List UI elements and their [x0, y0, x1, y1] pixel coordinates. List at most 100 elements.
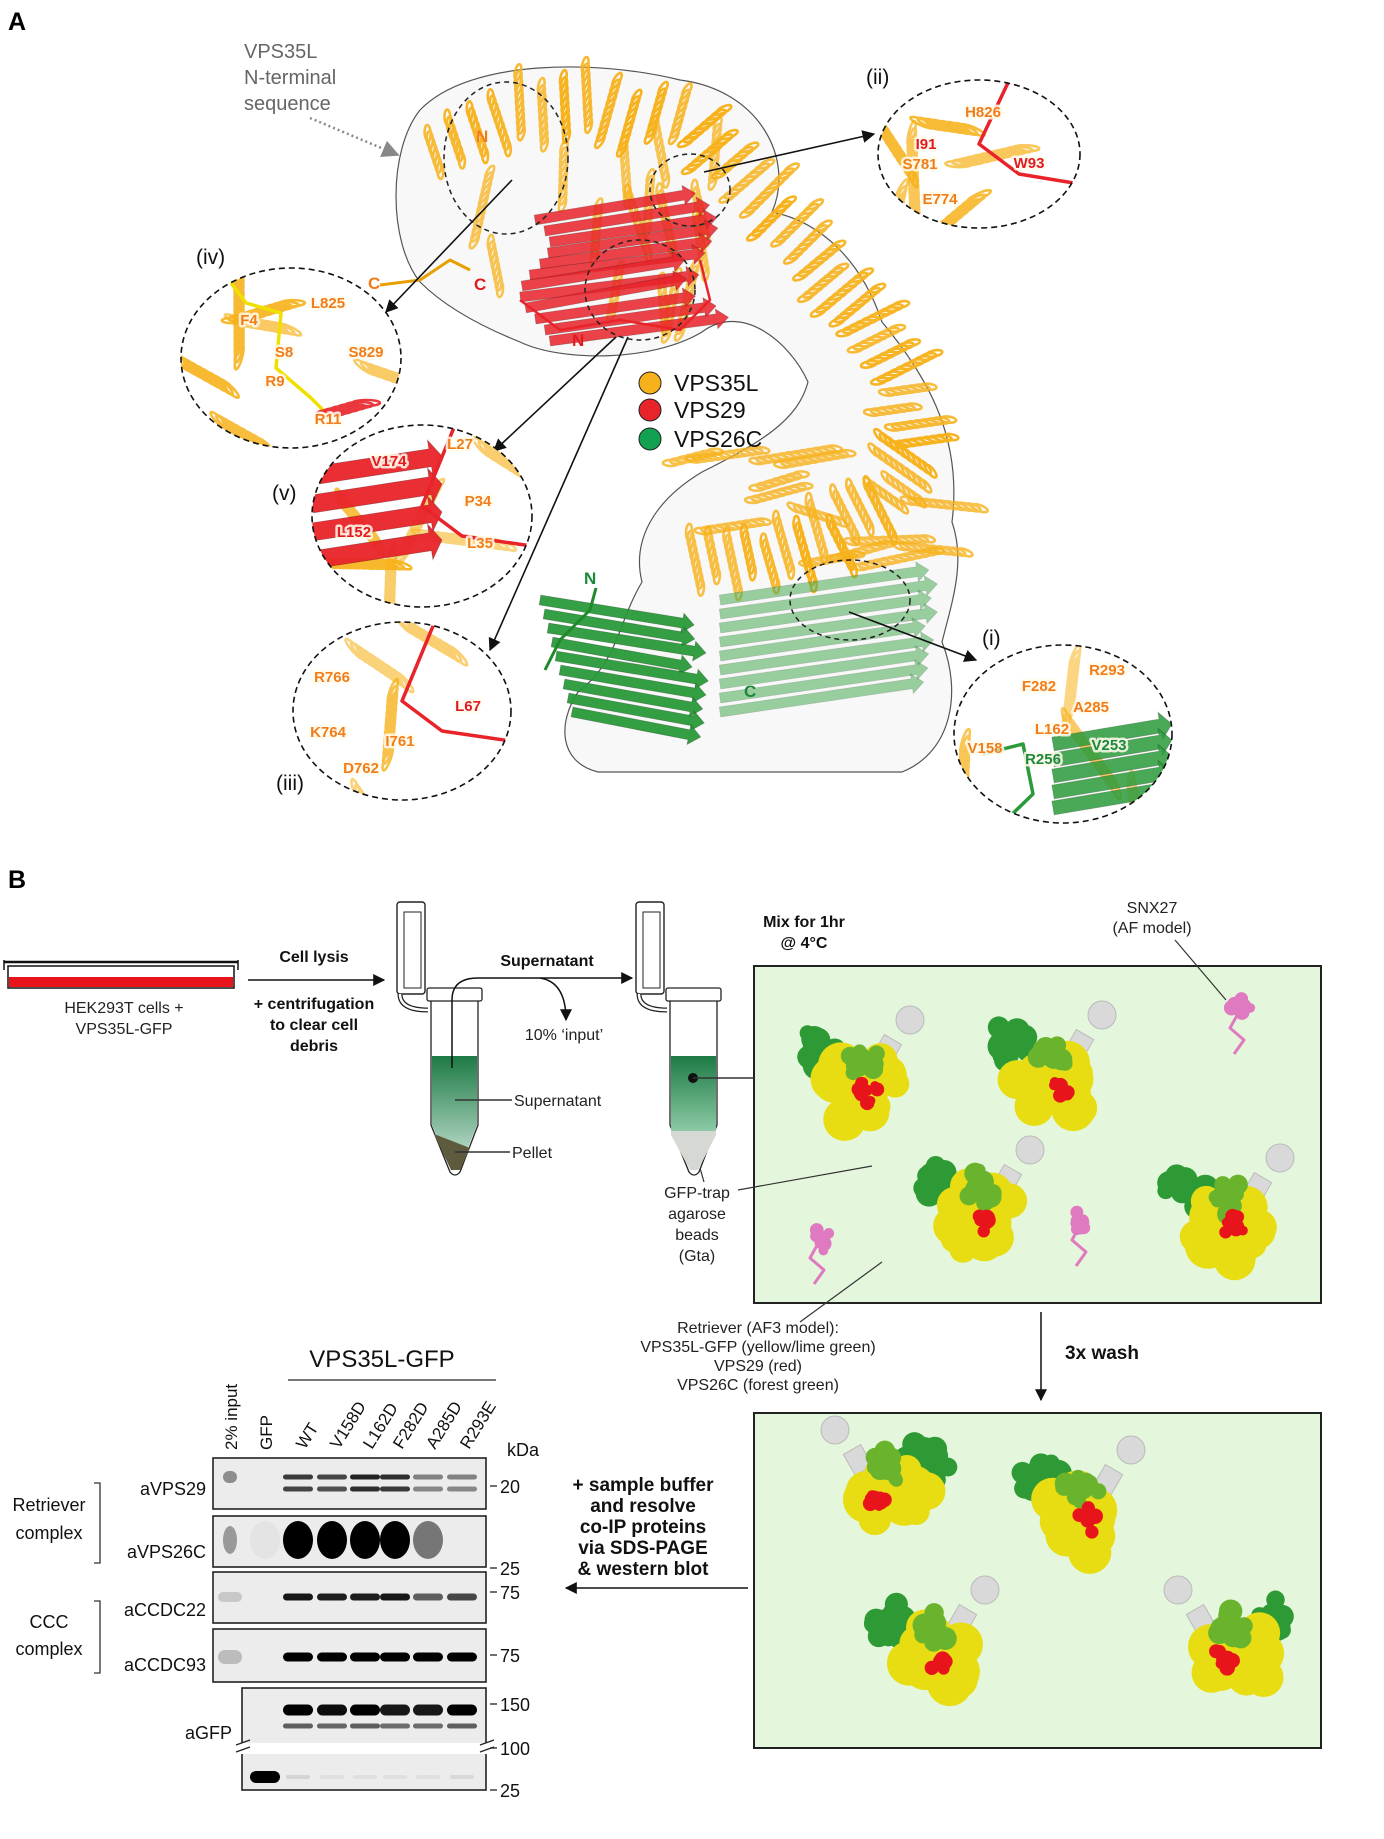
- helix-turn: [745, 229, 763, 242]
- helix-turn: [791, 470, 811, 479]
- helix-turn: [326, 832, 334, 858]
- supernatant-fill: [671, 1056, 716, 1131]
- gfp-trap-bead-icon: [1087, 1000, 1117, 1030]
- marker-label: 100: [500, 1739, 530, 1759]
- helix-turn: [350, 398, 382, 408]
- helix-ribbon: [844, 477, 875, 537]
- helix-ribbon: [891, 540, 974, 558]
- tube-cap-inner: [642, 911, 661, 989]
- blot-band: [283, 1652, 313, 1662]
- blot-break: [241, 1743, 487, 1754]
- helix-turn: [824, 444, 844, 454]
- culture-dish: HEK293T cells + VPS35L-GFP: [3, 960, 239, 1038]
- residue-label: R293: [1089, 662, 1125, 679]
- beads-fill: [671, 1131, 716, 1170]
- mix-label-line1: Mix for 1hr: [763, 914, 845, 931]
- helix-turn: [929, 820, 954, 840]
- helix-turn: [771, 509, 781, 529]
- helix-turn: [738, 206, 756, 219]
- residue-label: S781: [902, 156, 937, 173]
- blot-membrane: [212, 1571, 487, 1624]
- beta-strand: [718, 574, 939, 620]
- helix-ribbon: [867, 442, 933, 494]
- helix-ribbon: [770, 198, 825, 248]
- helix-ribbon: [862, 402, 923, 417]
- legend-item: VPS29: [638, 397, 746, 423]
- helix-turn: [319, 811, 327, 837]
- vps29-blob: [851, 1076, 885, 1111]
- helix-ribbon: [909, 115, 986, 138]
- input-arrow: [539, 977, 572, 1022]
- beta-strand: [548, 308, 730, 347]
- mix-label-line2: @ 4°C: [781, 935, 828, 952]
- beta-strand: [520, 251, 686, 292]
- blot-band: [223, 1526, 237, 1554]
- vps35l-gfp-blob: [1027, 1036, 1073, 1071]
- helix-ribbon: [846, 323, 907, 354]
- helix-ribbon: [792, 239, 847, 282]
- retriever-complex: [863, 1575, 1000, 1707]
- inset-label: (v): [272, 482, 297, 505]
- helix-turn: [956, 547, 974, 558]
- helix-ribbon: [383, 541, 398, 607]
- tube-pellet-label: Pellet: [512, 1145, 553, 1162]
- sample-buffer-line3: co-IP proteins: [580, 1517, 706, 1538]
- blot-band: [413, 1723, 443, 1729]
- vps29-blob: [1049, 1076, 1075, 1103]
- blot-membrane: [212, 1457, 487, 1510]
- blot-band: [223, 1471, 237, 1483]
- residue-label: V158: [967, 740, 1002, 757]
- helix-turn: [885, 217, 901, 228]
- beta-strand: [718, 588, 932, 634]
- legend-label: VPS35L: [674, 370, 759, 396]
- supernatant-arrow-label: Supernatant: [500, 953, 594, 970]
- helix-turn: [480, 145, 490, 165]
- beta-strand: [550, 636, 693, 676]
- helix-ribbon: [738, 162, 801, 219]
- helix-turn: [457, 151, 467, 170]
- binding-box-contents: [797, 992, 1295, 1285]
- vps29-c-terminus: C: [474, 275, 486, 294]
- helix-turn: [667, 128, 680, 146]
- retriever-group-line1: Retriever: [12, 1495, 85, 1515]
- helix-ribbon: [667, 82, 693, 146]
- gfp-trap-bead-icon: [895, 1005, 925, 1035]
- blot-band: [413, 1704, 443, 1716]
- loop-coil: [420, 425, 532, 548]
- retriever-group-line2: complex: [15, 1523, 82, 1543]
- helix-turn: [792, 514, 801, 534]
- helix-turn: [844, 477, 855, 496]
- sample-buffer-line2: and resolve: [590, 1496, 696, 1517]
- helix-ribbon: [220, 298, 307, 325]
- helix-ribbon: [685, 445, 771, 464]
- helix-turn: [957, 776, 970, 804]
- helix-turn: [911, 841, 936, 861]
- antibody-label: aGFP: [185, 1723, 232, 1743]
- vps35l-gfp-blob: [912, 1603, 957, 1652]
- helix-turn: [329, 839, 337, 865]
- helix-ribbon: [748, 470, 811, 493]
- helix-turn: [313, 795, 323, 800]
- helix-turn: [879, 244, 896, 270]
- beta-strand: [718, 645, 930, 690]
- helix-turn: [911, 234, 937, 250]
- helix-ribbon: [782, 219, 833, 265]
- centrifugation-line3: debris: [290, 1038, 338, 1055]
- blot-band: [350, 1652, 380, 1662]
- blot-band: [283, 1521, 313, 1559]
- helix-turn: [902, 851, 927, 871]
- helix-ribbon: [468, 164, 496, 250]
- wash-label: 3x wash: [1065, 1343, 1139, 1364]
- helix-turn: [944, 159, 973, 169]
- helix-turn: [1143, 846, 1150, 872]
- helix-turn: [752, 445, 771, 455]
- vps35l-n-terminus: N: [476, 127, 488, 146]
- beta-strand: [528, 243, 706, 281]
- inset-border: [292, 621, 512, 801]
- residue-label: R9: [265, 373, 284, 390]
- beads-label-line1: GFP-trap: [664, 1185, 730, 1202]
- helix-turn: [222, 822, 249, 833]
- helix-turn: [216, 825, 243, 836]
